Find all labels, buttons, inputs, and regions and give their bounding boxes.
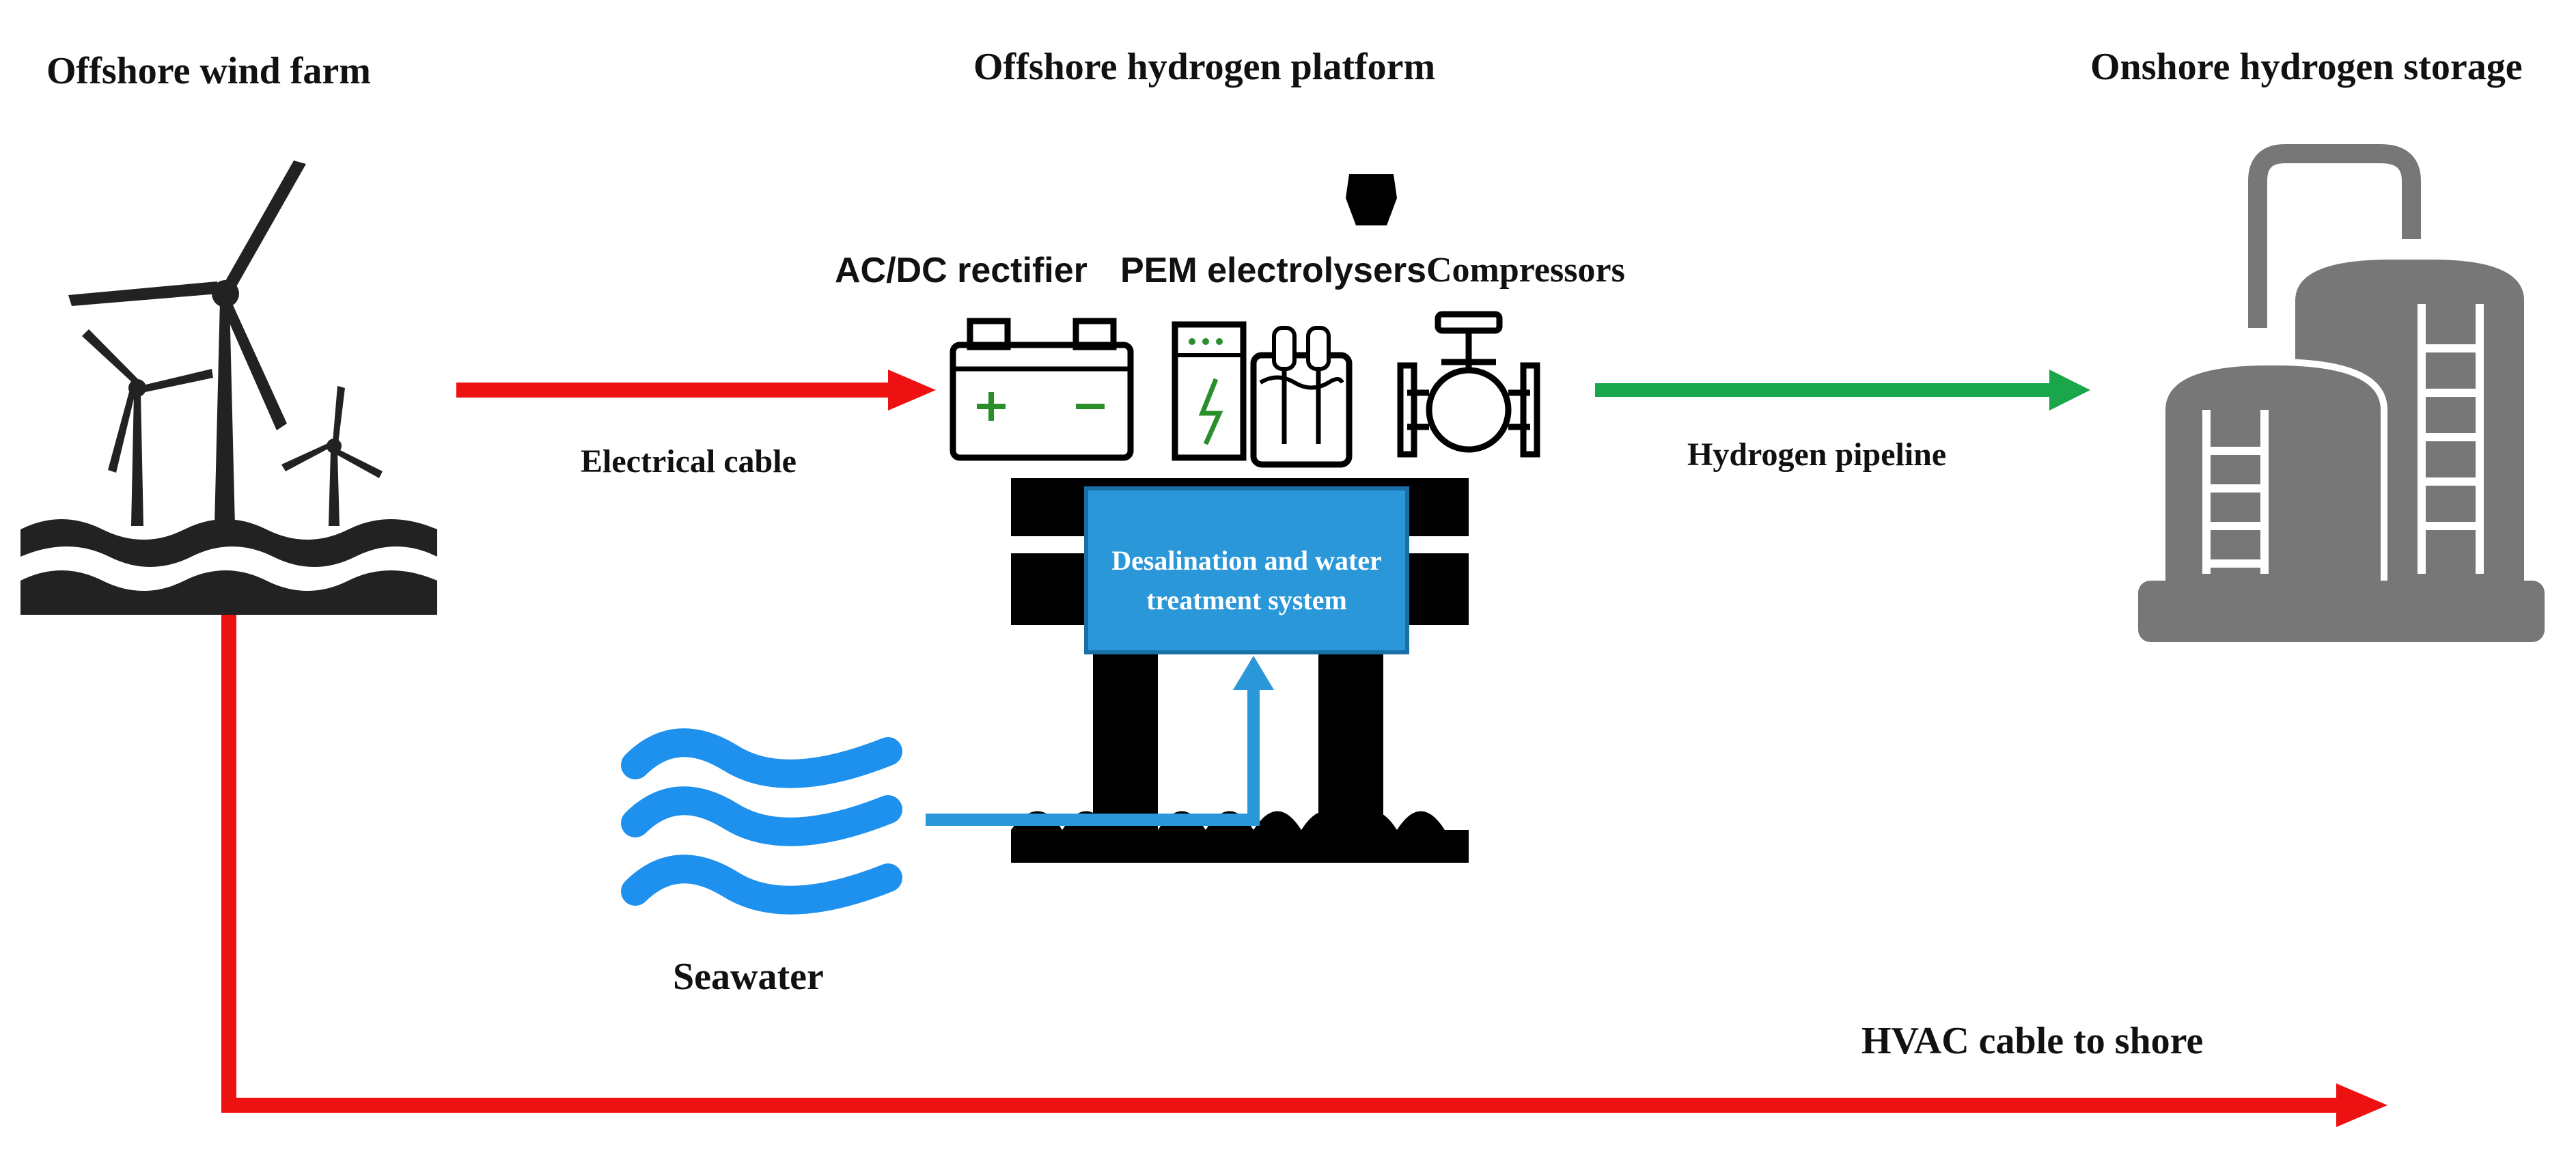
compressors-label: Compressors (1426, 251, 1625, 290)
seawater-label: Seawater (673, 956, 824, 998)
electrolysers-label: PEM electrolysers (1120, 251, 1427, 290)
compressor-valve-icon (1397, 311, 1540, 458)
storage-tank-icon (2138, 144, 2545, 642)
electrical-cable-label: Electrical cable (581, 443, 797, 480)
hydrogen-pipeline-arrow (1595, 370, 2090, 411)
hvac-cable-label: HVAC cable to shore (1861, 1020, 2204, 1062)
electrical-cable-arrow (456, 370, 936, 411)
hvac-cable-arrow (221, 615, 2387, 1127)
desalination-label: Desalination and water treatment system (1111, 545, 1382, 615)
desalination-box (1084, 486, 1409, 654)
rectifier-label: AC/DC rectifier (835, 251, 1088, 290)
wind-turbine-icon (20, 161, 437, 615)
platform-title: Offshore hydrogen platform (973, 46, 1436, 88)
water-waves-icon (621, 728, 902, 915)
storage-title: Onshore hydrogen storage (2090, 46, 2523, 88)
seawater-flow-arrow (926, 656, 1274, 826)
wind-farm-title: Offshore wind farm (46, 50, 371, 92)
battery-icon (950, 318, 1134, 461)
hydrogen-pipeline-label: Hydrogen pipeline (1687, 436, 1947, 473)
electrolyser-icon (1172, 321, 1353, 468)
